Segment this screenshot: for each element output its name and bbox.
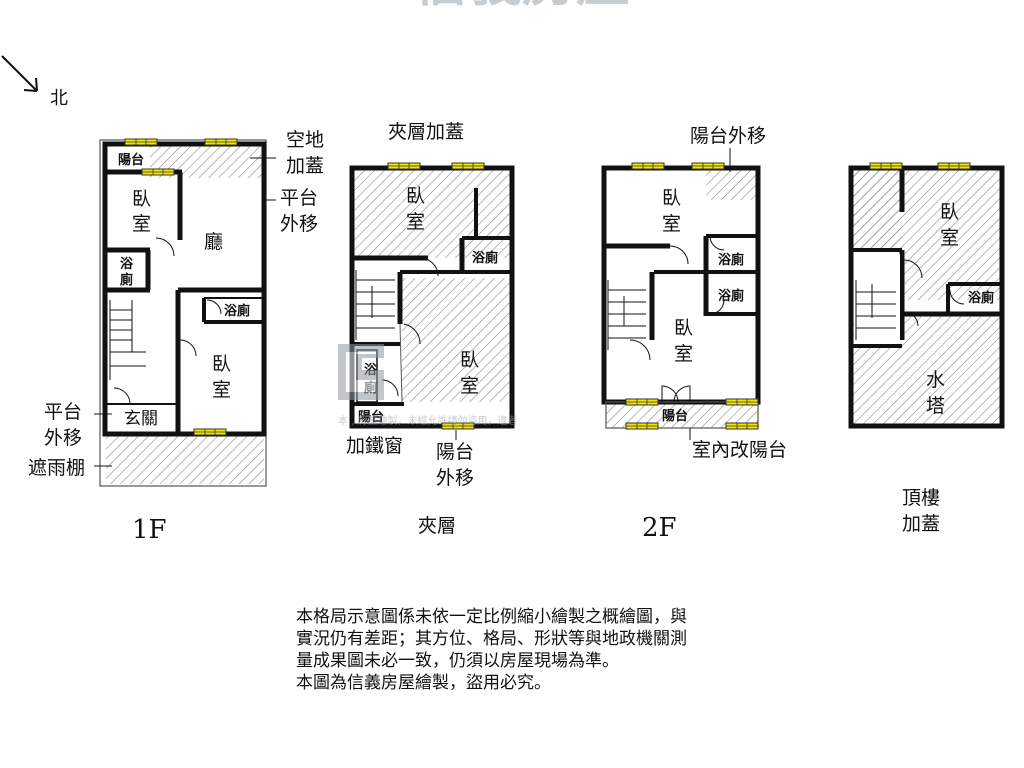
mz-iron-window-callout: 加鐵窗 — [346, 435, 403, 457]
rt-title-b: 加蓋 — [902, 513, 940, 535]
f1-balcony-label: 陽台 — [118, 152, 144, 168]
f2-floor-title: 2F — [642, 513, 677, 543]
f1-bath2-label: 浴廁 — [224, 303, 250, 319]
mz-bath1-label: 浴廁 — [472, 250, 498, 266]
rt-bedroom-label-a: 臥 — [940, 201, 959, 223]
disclaimer-line: 實況仍有差距；其方位、格局、形狀等與地政機關測 — [296, 629, 687, 649]
disclaimer-line: 本格局示意圖係未依一定比例縮小繪製之概繪圖，與 — [296, 607, 687, 627]
f1-platform-callout-b: 外移 — [280, 213, 318, 235]
compass-arrow-icon — [1, 55, 38, 92]
f2-top-note: 陽台外移 — [690, 125, 766, 147]
f1-awning-callout: 遮雨棚 — [28, 457, 85, 479]
f2-bath2-label: 浴廁 — [718, 288, 744, 304]
floor-mezzanine — [349, 162, 515, 430]
disclaimer-line: 本圖為信義房屋繪製，盜用必究。 — [296, 673, 551, 693]
mz-bedroom2-label-a: 臥 — [460, 349, 479, 371]
disclaimer-note: 本格局示意圖係未依一定比例縮小繪製之概繪圖，與 實況仍有差距；其方位、格局、形狀… — [296, 606, 796, 694]
compass-label: 北 — [50, 88, 68, 109]
rt-bath-label: 浴廁 — [968, 290, 994, 306]
f1-platform2-callout-a: 平台 — [44, 401, 82, 423]
f1-platform-callout-a: 平台 — [280, 187, 318, 209]
f1-entrance-label: 玄關 — [124, 409, 158, 429]
mz-balcony-move-a: 陽台 — [436, 441, 474, 463]
watermark-brand: 信義房屋 — [414, 0, 630, 13]
watermark-logo-icon — [338, 344, 384, 400]
f1-bedroom2-label-b: 室 — [212, 379, 231, 401]
floor-2f — [601, 162, 761, 430]
mz-top-note: 夾層加蓋 — [388, 121, 464, 143]
f2-bedroom2-label-a: 臥 — [674, 317, 693, 339]
f1-bath1-label-b: 廁 — [120, 272, 133, 288]
f2-bedroom2-label-b: 室 — [674, 343, 693, 365]
f1-bedroom1-label-a: 臥 — [132, 188, 151, 210]
f1-bedroom2-label-a: 臥 — [212, 353, 231, 375]
mz-bedroom2-label-b: 室 — [460, 375, 479, 397]
watermark-caption: 本 , 房屋繪製，未經允許請勿盜用，違者 — [338, 414, 518, 427]
f2-bedroom1-label-a: 臥 — [662, 187, 681, 209]
f1-land-callout-a: 空地 — [286, 129, 324, 151]
f1-hall-label: 廳 — [204, 231, 223, 253]
disclaimer-line: 量成果圖未必一致，仍須以房屋現場為準。 — [296, 651, 619, 671]
f2-balcony-label: 陽台 — [662, 408, 688, 424]
rt-tower-label-b: 塔 — [926, 395, 945, 417]
rt-tower-label-a: 水 — [926, 369, 945, 391]
rt-title-a: 頂樓 — [902, 487, 940, 509]
f1-bath1-label-a: 浴 — [120, 256, 134, 272]
f1-floor-title: 1F — [132, 515, 167, 545]
f1-bedroom1-label-b: 室 — [132, 213, 151, 235]
f2-bedroom1-label-b: 室 — [662, 213, 681, 235]
mz-balcony-move-b: 外移 — [436, 467, 474, 489]
f2-indoor-balcony-callout: 室內改陽台 — [692, 439, 787, 461]
f1-platform2-callout-b: 外移 — [44, 427, 82, 449]
f2-bath1-label: 浴廁 — [718, 252, 744, 268]
rt-bedroom-label-b: 室 — [940, 227, 959, 249]
f1-land-callout-b: 加蓋 — [286, 155, 324, 177]
mz-bedroom1-label-b: 室 — [406, 211, 425, 233]
floor-1f — [99, 138, 267, 487]
mz-bedroom1-label-a: 臥 — [406, 185, 425, 207]
mz-floor-title: 夾層 — [418, 515, 456, 537]
floor-rooftop — [848, 162, 1005, 429]
mz-balcony-label: 陽台 — [358, 409, 384, 425]
